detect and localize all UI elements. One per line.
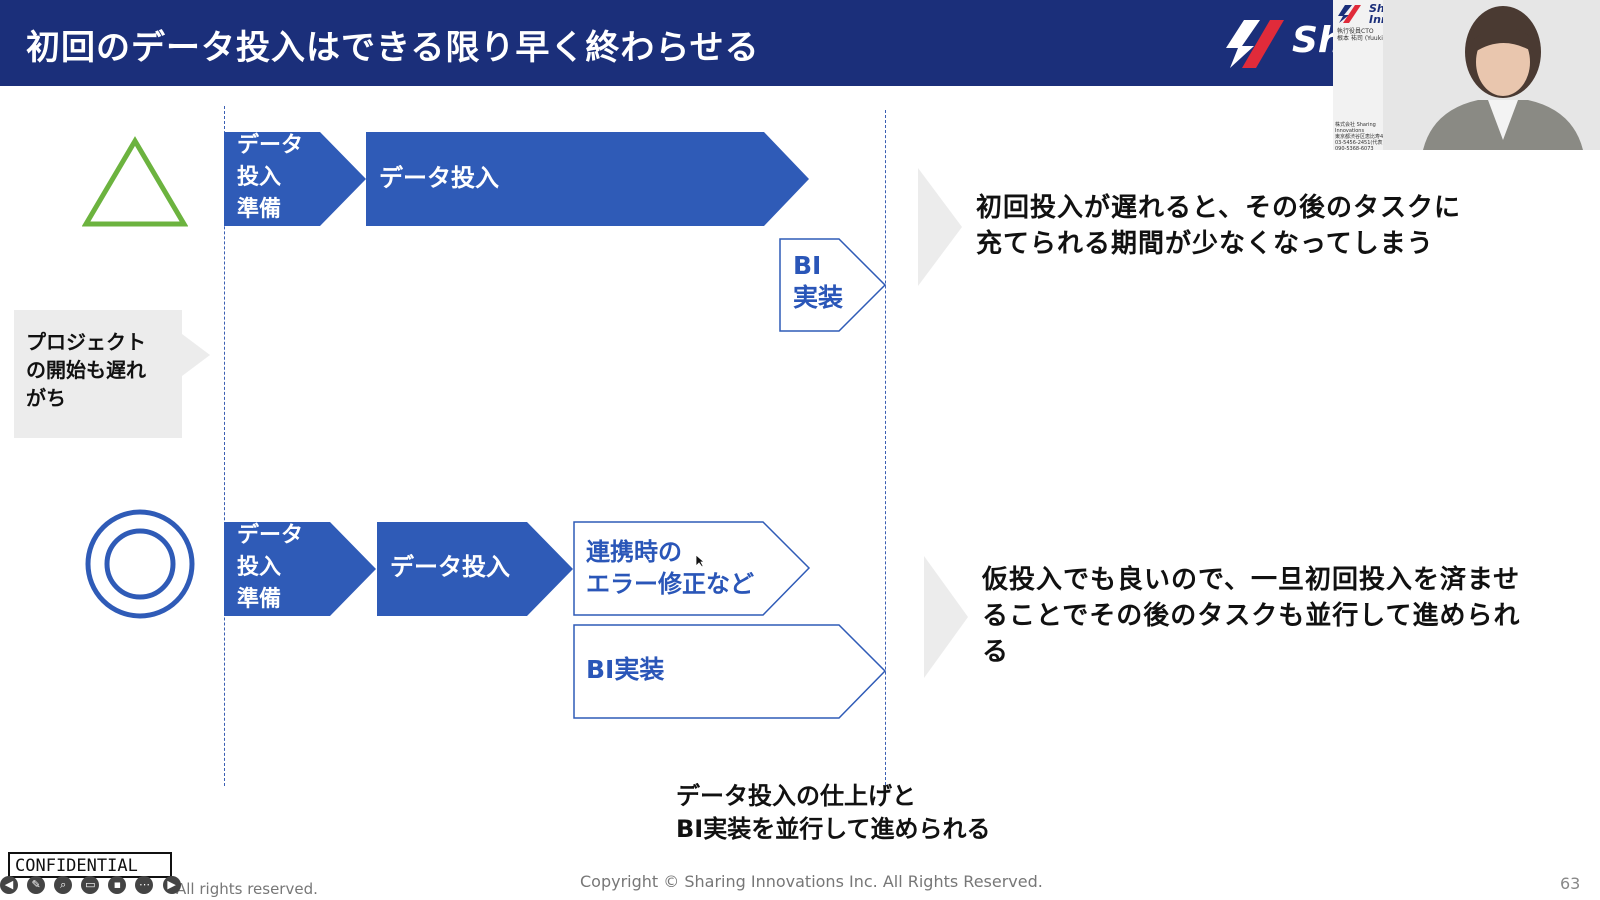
pen-icon[interactable]: ✎ xyxy=(27,875,46,894)
bi-arrow-shape xyxy=(779,238,887,332)
sharing-innovations-logo-icon xyxy=(1226,20,1284,68)
copyright-text: Copyright © Sharing Innovations Inc. All… xyxy=(580,872,1043,891)
data-input-label-1: データ投入 xyxy=(379,164,499,192)
prep-label-2: データ 投入 準備 xyxy=(237,523,304,612)
data-input-arrow-shape-2 xyxy=(377,522,573,616)
note-chevron-icon-2 xyxy=(924,556,968,678)
logo-wordmark: Sh xyxy=(1292,20,1333,61)
deadline-guideline xyxy=(885,110,886,790)
side-note-pointer-icon xyxy=(182,334,210,376)
previous-slide-icon[interactable]: ◀ xyxy=(0,875,18,894)
slide-header xyxy=(0,0,1333,86)
note-good: 仮投入でも良いので、一旦初回投入を済ませ ることでその後のタスクも並行して進めら… xyxy=(982,565,1521,667)
speaker-card: 執行役員CTO 根本 祐司 (Yuuki NEMOTO) xyxy=(1337,28,1414,42)
prep-label-1: データ 投入 準備 xyxy=(237,133,304,222)
rights-reserved-text: All rights reserved. xyxy=(176,880,318,898)
more-options-icon[interactable]: ⋯ xyxy=(135,875,154,894)
captions-icon[interactable]: ▭ xyxy=(81,875,100,894)
double-circle-rating-icon xyxy=(85,509,195,619)
error-fix-arrow-shape xyxy=(573,521,811,616)
prep-arrow-shape xyxy=(224,132,366,226)
presenter-video: Sharing Innovations 執行役員CTO 根本 祐司 (Yuuki… xyxy=(1333,0,1600,150)
error-fix-label: 連携時の エラー修正など xyxy=(586,538,754,598)
bottom-note: データ投入の仕上げと BI実装を並行して進められる xyxy=(676,782,991,843)
data-input-label-2: データ投入 xyxy=(390,553,510,581)
bi-arrow-shape-2 xyxy=(573,624,887,719)
note-bad: 初回投入が遅れると、その後のタスクに 充てられる期間が少なくなってしまう xyxy=(976,193,1461,259)
side-note-box xyxy=(14,310,182,438)
mouse-cursor-icon xyxy=(695,554,705,568)
bi-label-1: BI 実装 xyxy=(793,251,844,312)
slideshow-controls: ◀ ✎ ⌕ ▭ ▪ ⋯ ▶ xyxy=(0,874,185,896)
bi-label-2: BI実装 xyxy=(586,655,665,684)
prep-arrow-shape-2 xyxy=(224,522,376,616)
next-slide-icon[interactable]: ▶ xyxy=(162,875,181,894)
screen-icon[interactable]: ▪ xyxy=(108,875,127,894)
triangle-rating-icon xyxy=(82,136,188,227)
zoom-icon[interactable]: ⌕ xyxy=(54,875,73,894)
presenter-avatar xyxy=(1383,0,1600,150)
page-number: 63 xyxy=(1560,874,1581,893)
sharing-logo-small-icon xyxy=(1338,5,1361,23)
start-guideline xyxy=(224,106,225,786)
side-note-text: プロジェクト の開始も遅れ がち xyxy=(26,330,146,410)
company-card: 株式会社 Sharing Innovations 東京都渋谷区恵比寿4 03-5… xyxy=(1335,122,1385,150)
data-input-arrow-shape xyxy=(366,132,809,226)
note-chevron-icon xyxy=(918,168,962,286)
slide-title: 初回のデータ投入はできる限り早く終わらせる xyxy=(26,28,760,68)
